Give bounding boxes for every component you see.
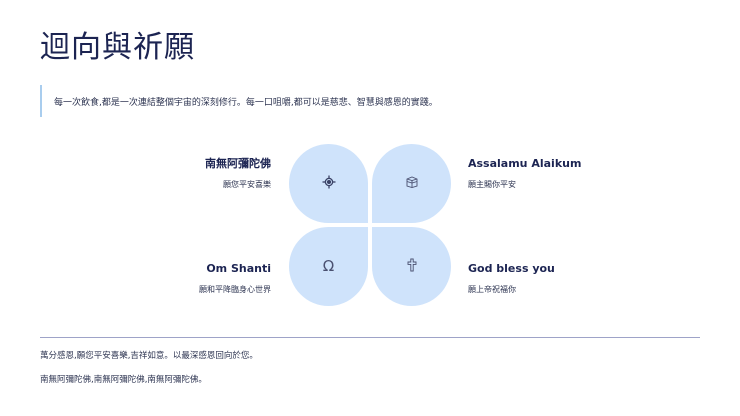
- page-title: 迴向與祈願: [40, 30, 195, 65]
- blessing-subtitle: 願主賜你平安: [468, 180, 516, 189]
- cross-icon: [405, 257, 419, 276]
- kaaba-icon: [405, 174, 419, 193]
- blessing-title: Assalamu Alaikum: [468, 157, 582, 170]
- blessing-title: Om Shanti: [206, 262, 271, 275]
- blessing-islamic: Assalamu Alaikum 願主賜你平安: [468, 157, 581, 190]
- footer-chant: 南無阿彌陀佛,南無阿彌陀佛,南無阿彌陀佛。: [40, 375, 207, 385]
- blessing-christian: God bless you 願上帝祝福你: [468, 262, 555, 295]
- petal-christian: [372, 227, 451, 306]
- intro-text: 每一次飲食,都是一次連結整個宇宙的深刻修行。每一口咀嚼,都可以是慈悲、智慧與感恩…: [54, 97, 438, 108]
- blessing-subtitle: 願和平降臨身心世界: [199, 285, 271, 294]
- blessing-title: 南無阿彌陀佛: [205, 157, 271, 170]
- blessing-subtitle: 願您平安喜樂: [223, 180, 271, 189]
- blessing-subtitle: 願上帝祝福你: [468, 285, 516, 294]
- footer-dedication: 萬分感恩,願您平安喜樂,吉祥如意。以最深感恩回向於您。: [40, 351, 258, 361]
- petal-islamic: [372, 144, 451, 223]
- blessing-title: God bless you: [468, 262, 555, 275]
- intro-quote: 每一次飲食,都是一次連結整個宇宙的深刻修行。每一口咀嚼,都可以是慈悲、智慧與感恩…: [40, 85, 438, 117]
- omega-icon: Ω: [322, 257, 335, 275]
- petal-hindu: Ω: [289, 227, 368, 306]
- blessing-hindu: Om Shanti 願和平降臨身心世界: [199, 262, 271, 295]
- petal-buddhist: [289, 144, 368, 223]
- divider: [40, 337, 700, 338]
- dharma-wheel-icon: [322, 174, 336, 193]
- blessing-buddhist: 南無阿彌陀佛 願您平安喜樂: [205, 157, 271, 190]
